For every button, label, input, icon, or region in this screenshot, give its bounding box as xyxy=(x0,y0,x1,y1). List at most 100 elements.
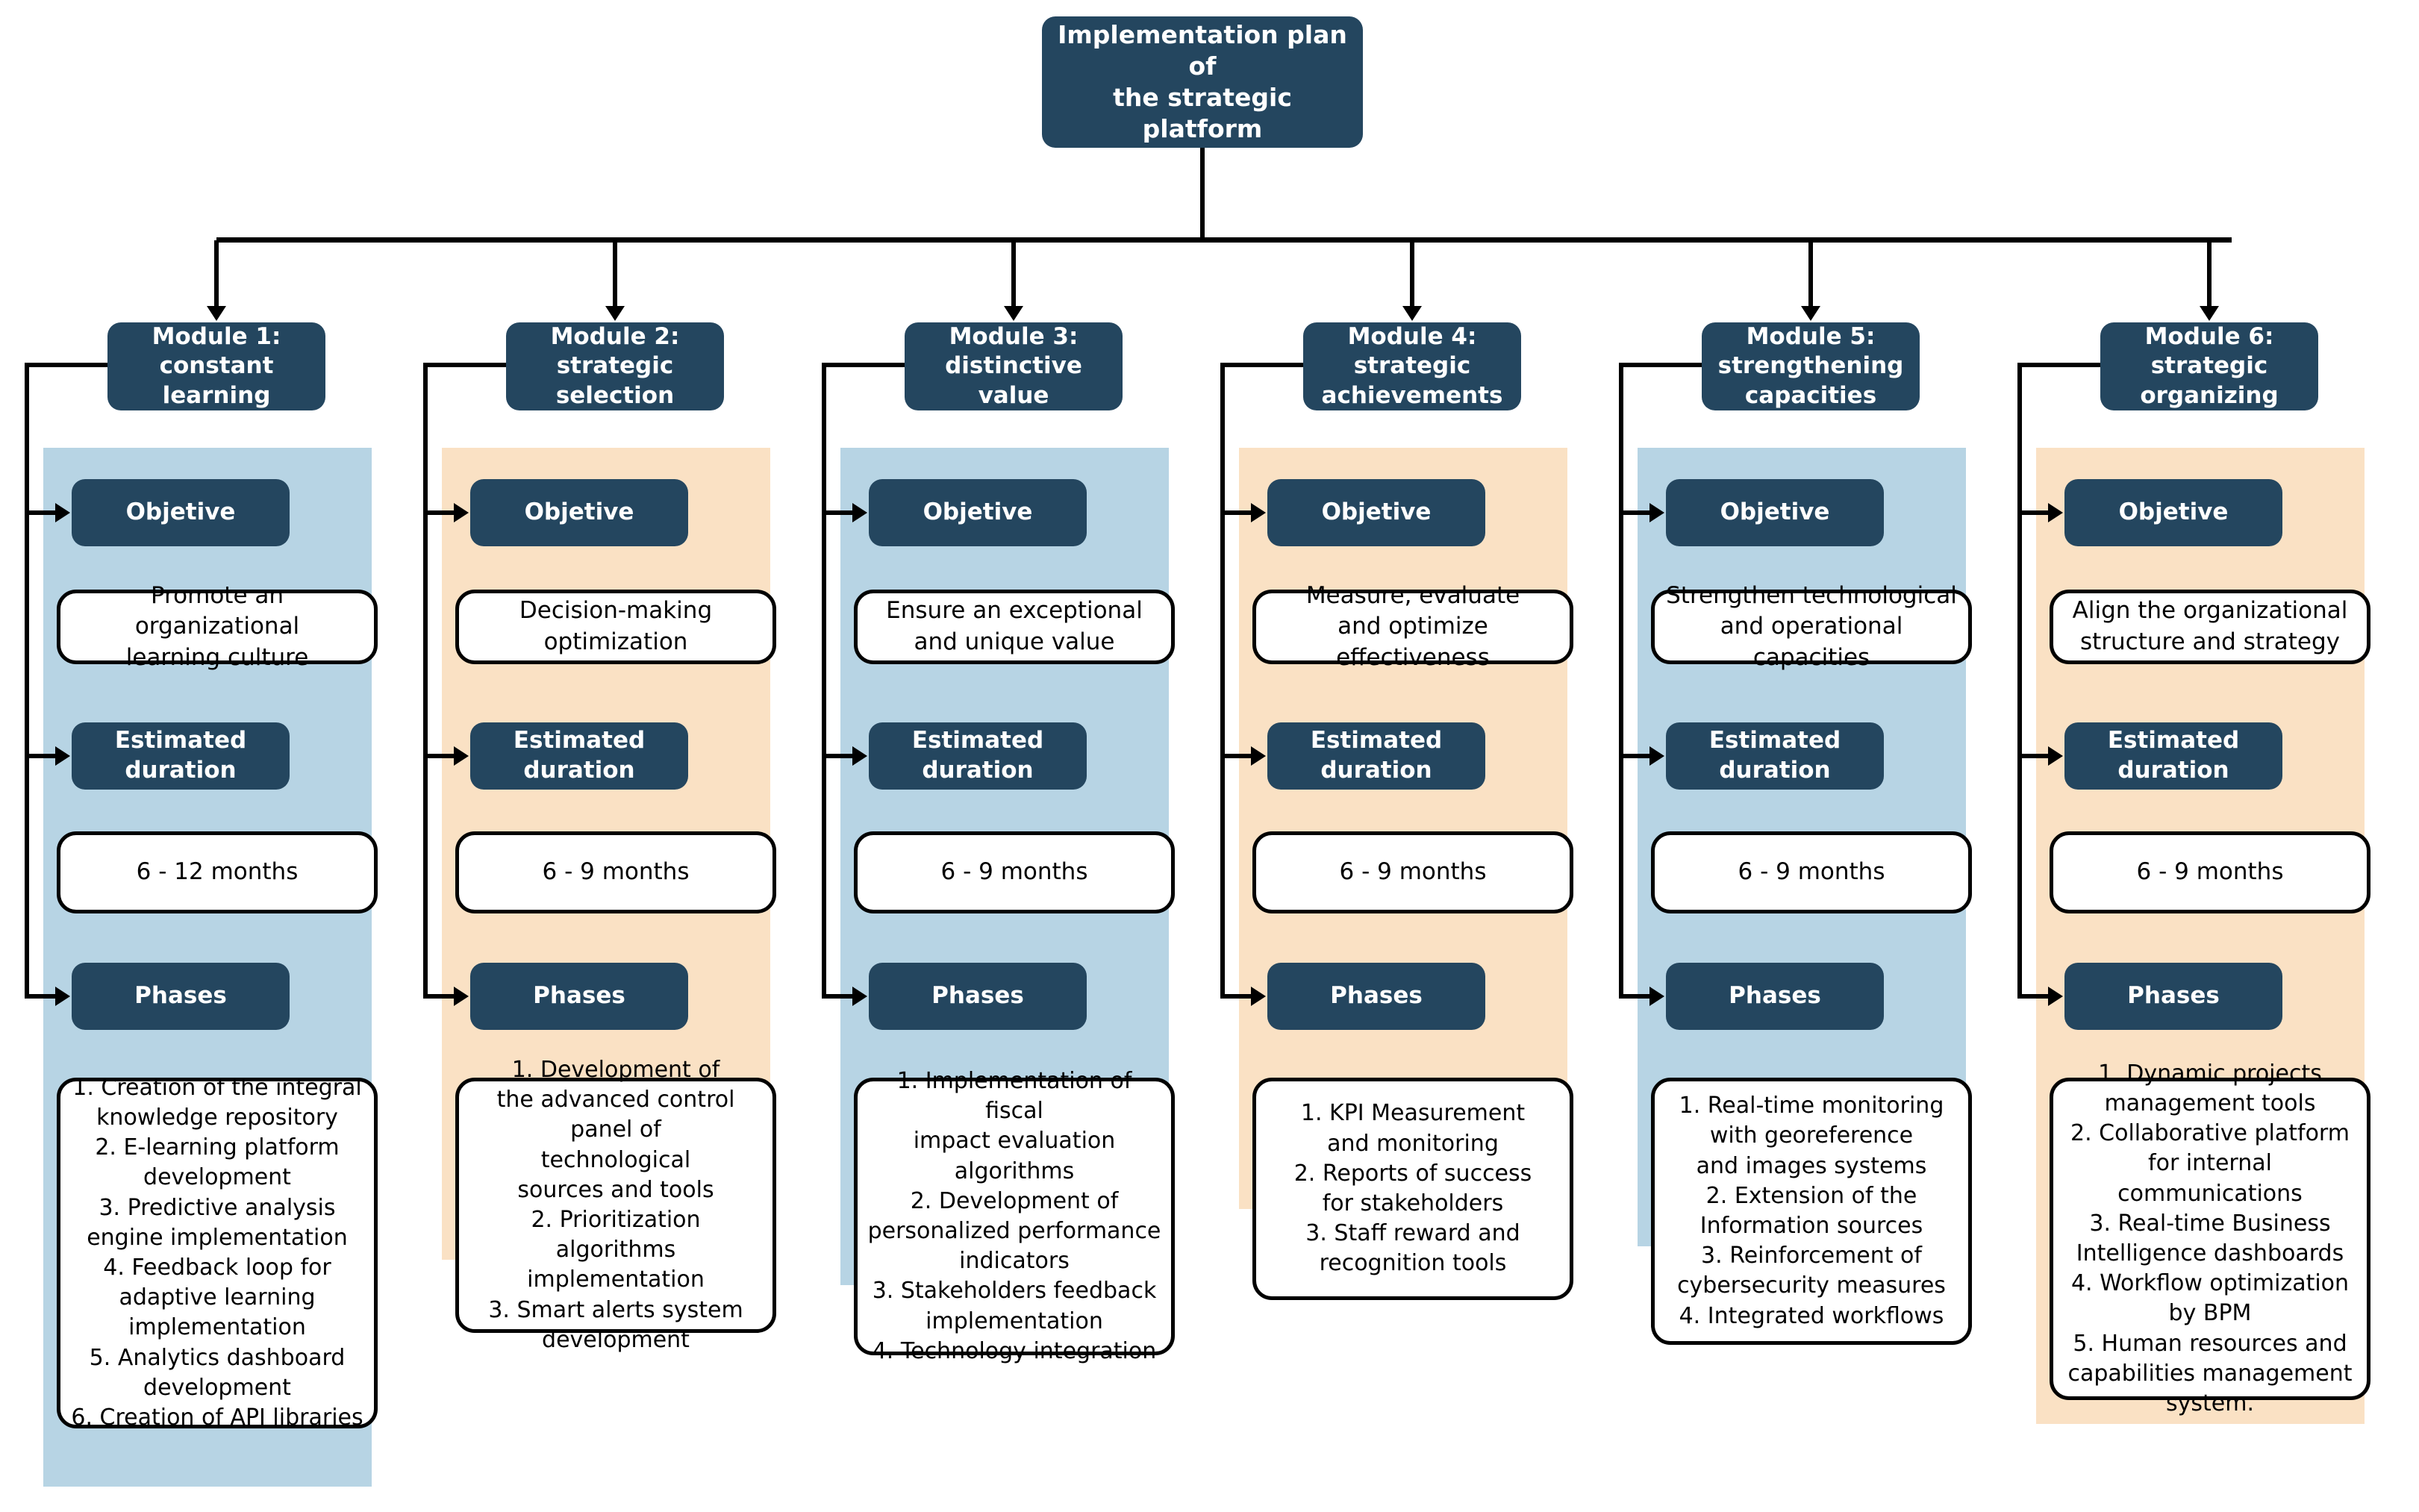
module-6-phases-header[interactable]: Phases xyxy=(2064,963,2282,1030)
module-4-bus-arrow-icon xyxy=(1402,306,1422,321)
module-3-phases-header[interactable]: Phases xyxy=(869,963,1087,1030)
module-3-phases-header-label: Phases xyxy=(931,982,1024,1010)
module-5-phases-header-label: Phases xyxy=(1729,982,1821,1010)
module-3-objective-arrow-icon xyxy=(852,503,867,522)
module-3-phases-connector-line xyxy=(822,994,854,999)
module-5-duration-arrow-icon xyxy=(1649,746,1664,766)
module-2-phases-header[interactable]: Phases xyxy=(470,963,688,1030)
module-2-bus-arrow-icon xyxy=(605,306,625,321)
module-5-duration-box[interactable]: 6 - 9 months xyxy=(1651,831,1972,913)
module-2-duration-box[interactable]: 6 - 9 months xyxy=(455,831,776,913)
module-1-duration-box[interactable]: 6 - 12 months xyxy=(57,831,378,913)
module-6-phases-connector-line xyxy=(2017,994,2050,999)
module-4-objective-header[interactable]: Objetive xyxy=(1267,479,1485,546)
module-6-objective-connector-line xyxy=(2017,510,2050,515)
module-4-duration-box[interactable]: 6 - 9 months xyxy=(1252,831,1573,913)
module-6-bus-arrow-icon xyxy=(2200,306,2219,321)
module-5-duration-text: 6 - 9 months xyxy=(1738,858,1885,886)
module-2-duration-arrow-icon xyxy=(454,746,469,766)
module-3-duration-box[interactable]: 6 - 9 months xyxy=(854,831,1175,913)
module-1-rail-vertical-line xyxy=(25,363,29,996)
module-5-phases-arrow-icon xyxy=(1649,987,1664,1006)
module-6-objective-arrow-icon xyxy=(2048,503,2063,522)
module-4-duration-text: 6 - 9 months xyxy=(1339,858,1487,886)
module-2-phases-header-label: Phases xyxy=(533,982,625,1010)
module-3-objective-connector-line xyxy=(822,510,854,515)
module-1-phases-header-label: Phases xyxy=(134,982,227,1010)
module-5-phases-header[interactable]: Phases xyxy=(1666,963,1884,1030)
module-2-rail-vertical-line xyxy=(423,363,428,996)
module-3-duration-connector-line xyxy=(822,754,854,758)
module-4-rail-top-line xyxy=(1220,363,1303,367)
module-3-objective-header-label: Objetive xyxy=(923,499,1033,526)
module-2-objective-header[interactable]: Objetive xyxy=(470,479,688,546)
module-1-objective-header-label: Objetive xyxy=(125,499,236,526)
module-6-rail-vertical-line xyxy=(2017,363,2022,996)
module-2-objective-arrow-icon xyxy=(454,503,469,522)
module-6-objective-header[interactable]: Objetive xyxy=(2064,479,2282,546)
module-5-objective-header[interactable]: Objetive xyxy=(1666,479,1884,546)
module-6-phases-header-label: Phases xyxy=(2127,982,2220,1010)
module-1-objective-header[interactable]: Objetive xyxy=(72,479,290,546)
module-3-rail-top-line xyxy=(822,363,905,367)
root-stem-line xyxy=(1200,148,1205,240)
module-3-rail-vertical-line xyxy=(822,363,826,996)
module-3-bus-drop-line xyxy=(1011,240,1016,307)
module-6-duration-box[interactable]: 6 - 9 months xyxy=(2050,831,2370,913)
module-5-objective-arrow-icon xyxy=(1649,503,1664,522)
module-6-duration-connector-line xyxy=(2017,754,2050,758)
module-1-duration-connector-line xyxy=(25,754,57,758)
module-4-duration-connector-line xyxy=(1220,754,1252,758)
distribution-bus-line xyxy=(216,237,2232,243)
module-5-objective-header-label: Objetive xyxy=(1720,499,1830,526)
module-1-rail-top-line xyxy=(25,363,107,367)
module-6-objective-header-label: Objetive xyxy=(2118,499,2229,526)
module-3-objective-header[interactable]: Objetive xyxy=(869,479,1087,546)
module-1-phases-header[interactable]: Phases xyxy=(72,963,290,1030)
module-1-phases-arrow-icon xyxy=(55,987,70,1006)
module-4-phases-header[interactable]: Phases xyxy=(1267,963,1485,1030)
module-6-duration-text: 6 - 9 months xyxy=(2136,858,2284,886)
module-4-phases-arrow-icon xyxy=(1251,987,1266,1006)
module-4-objective-arrow-icon xyxy=(1251,503,1266,522)
module-1-duration-arrow-icon xyxy=(55,746,70,766)
